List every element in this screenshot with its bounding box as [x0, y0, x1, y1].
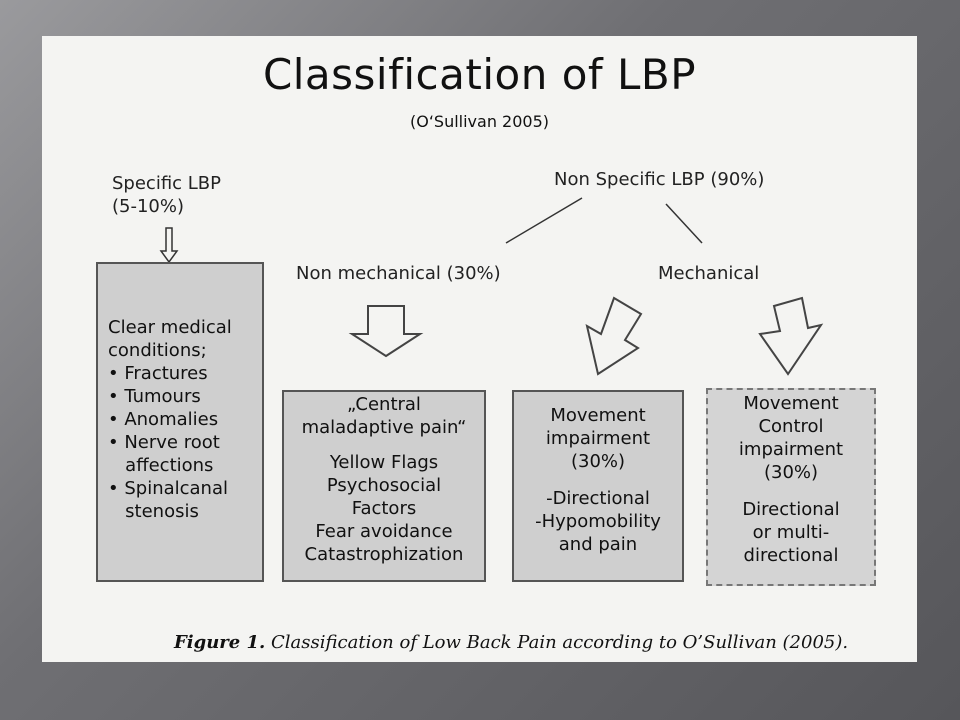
box-line: Movement: [743, 393, 839, 414]
mechanical-label: Mechanical: [658, 263, 760, 284]
specific-lbp-title: Specific LBP: [112, 173, 222, 194]
box-line: Psychosocial: [326, 475, 442, 496]
box-line: (30%): [763, 462, 819, 483]
box-specific-conditions: Clear medical conditions; • Fractures • …: [96, 262, 264, 582]
arrow-movement-control: [758, 296, 824, 376]
figure-caption-text: Classification of Low Back Pain accordin…: [271, 632, 849, 653]
specific-lbp-label: Specific LBP (5-10%): [112, 172, 221, 218]
list-item: • Spinalcanal: [108, 478, 228, 499]
slide: Classification of LBP (O‘Sullivan 2005) …: [42, 36, 917, 662]
specific-lbp-percent: (5-10%): [112, 196, 184, 217]
box-line: (30%): [570, 451, 626, 472]
box-line: or multi-: [752, 522, 830, 543]
arrow-movement-impairment: [585, 296, 643, 376]
list-item: • Anomalies: [108, 409, 219, 430]
figure-caption: Figure 1. Classification of Low Back Pai…: [174, 632, 848, 653]
box-movement-control-impairment: Movement Control impairment (30%) Direct…: [706, 388, 876, 586]
box-line: directional: [743, 545, 839, 566]
box-central-maladaptive-pain: „Central maladaptive pain“ Yellow Flags …: [282, 390, 486, 582]
non-specific-lbp-label: Non Specific LBP (90%): [554, 169, 765, 190]
list-item: affections: [108, 455, 214, 476]
non-mechanical-label: Non mechanical (30%): [296, 263, 501, 284]
box-line: Movement: [550, 405, 646, 426]
box-line: Yellow Flags: [329, 452, 439, 473]
box-line: Fear avoidance: [315, 521, 453, 542]
box-spacer: [514, 473, 682, 487]
page-subtitle: (O‘Sullivan 2005): [409, 112, 549, 131]
list-item: • Nerve root: [108, 432, 220, 453]
box-line: Factors: [351, 498, 417, 519]
box-line: impairment: [738, 439, 844, 460]
box-line: maladaptive pain“: [301, 417, 467, 438]
box-specific-heading-1: Clear medical: [108, 317, 232, 338]
box-line: and pain: [558, 534, 638, 555]
figure-caption-prefix: Figure 1.: [174, 632, 266, 653]
box-line: Catastrophization: [304, 544, 464, 565]
box-line: -Directional: [546, 488, 650, 509]
box-line: Control: [758, 416, 824, 437]
list-item: • Tumours: [108, 386, 201, 407]
box-spacer: [284, 439, 484, 451]
list-item: stenosis: [108, 501, 199, 522]
box-line: „Central: [347, 394, 421, 415]
page-title: Classification of LBP: [262, 50, 697, 99]
box-movement-impairment: Movement impairment (30%) -Directional -…: [512, 390, 684, 582]
connector-lines: [159, 197, 824, 376]
arrow-non-mechanical: [348, 305, 424, 358]
box-spacer: [708, 484, 874, 498]
box-line: Directional: [742, 499, 840, 520]
box-line: -Hypomobility: [535, 511, 661, 532]
box-line: impairment: [545, 428, 651, 449]
list-item: • Fractures: [108, 363, 208, 384]
box-specific-heading-2: conditions;: [108, 340, 207, 361]
